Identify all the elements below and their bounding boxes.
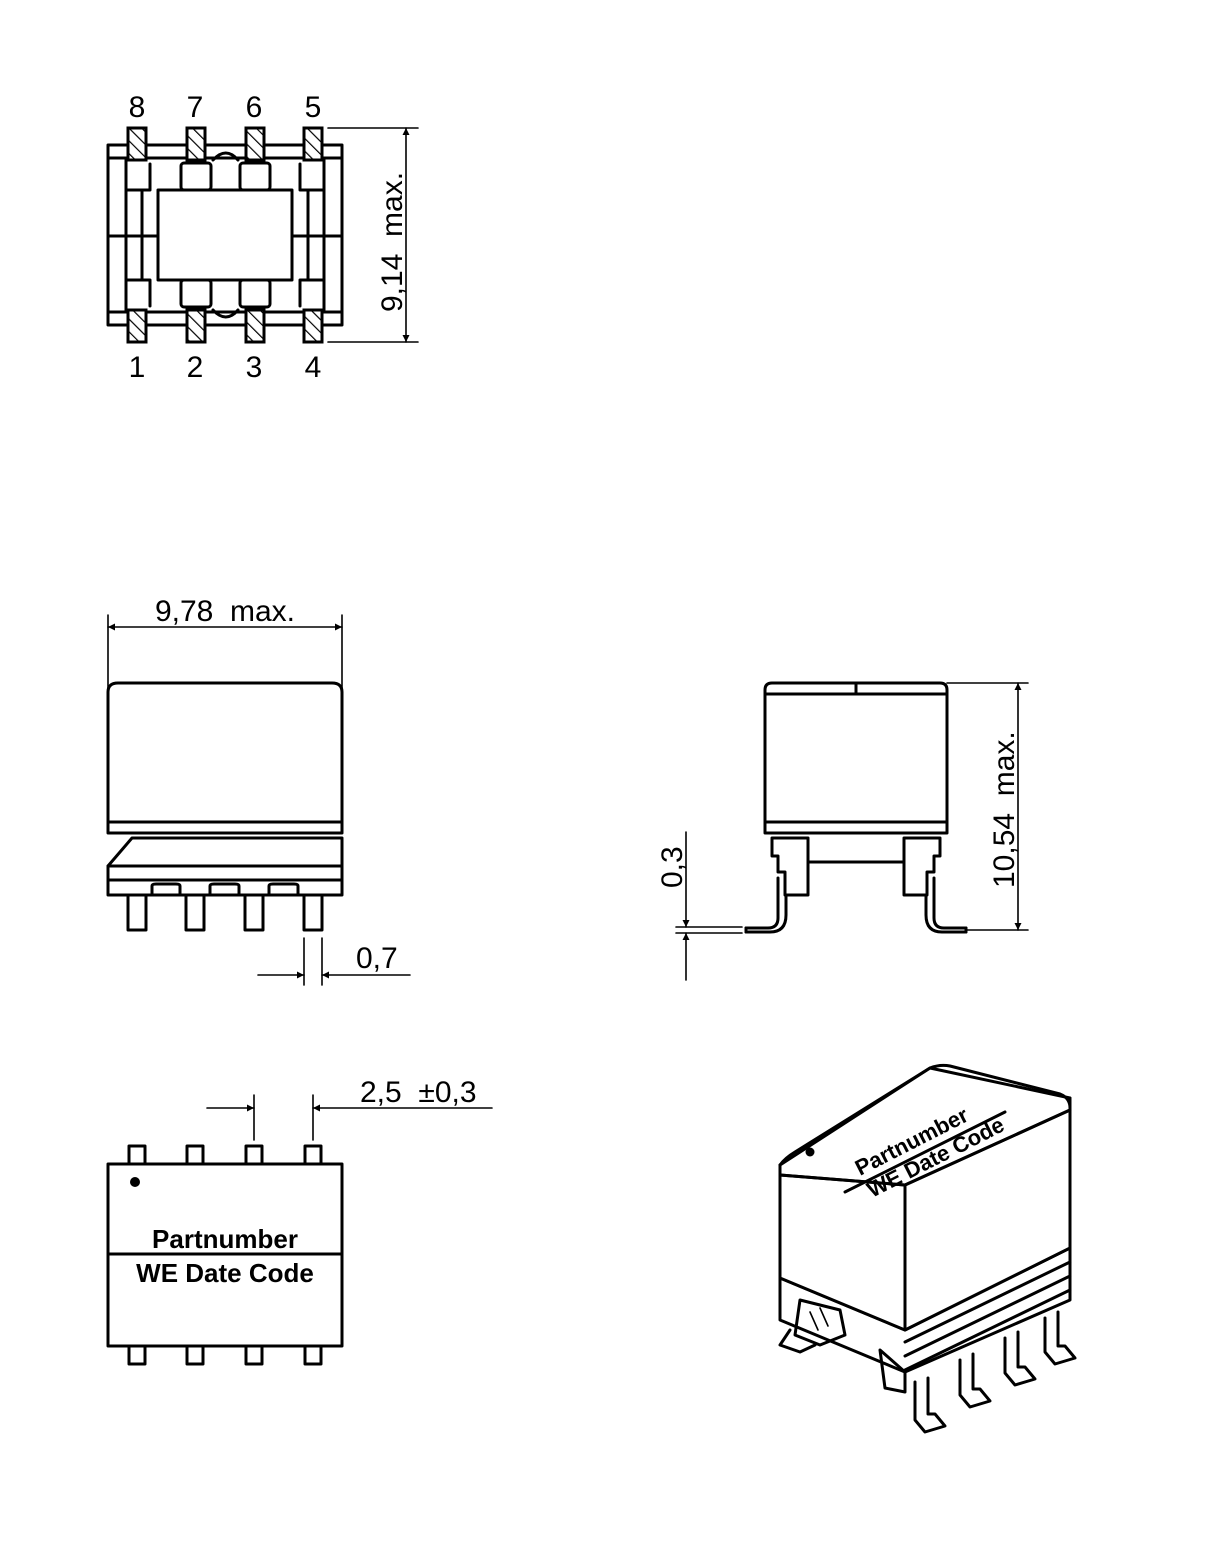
dimension-length: 9,14 max. [376, 172, 409, 312]
pin-3 [244, 308, 266, 344]
pin-label-5: 5 [305, 91, 322, 124]
pin-label-8: 8 [129, 91, 146, 124]
dimension-width: 9,78 max. [155, 595, 295, 628]
pin-8 [126, 126, 148, 162]
marking-view: 2,5 ±0,3 Partnumber WE Date Code [106, 1076, 493, 1366]
pin-label-4: 4 [305, 351, 322, 384]
pin-6 [244, 126, 266, 162]
pin1-dot-icon [130, 1177, 140, 1187]
dimension-pin-width: 0,7 [356, 942, 398, 975]
pin-label-6: 6 [246, 91, 263, 124]
dimension-height: 10,54 max. [988, 731, 1021, 888]
marking-date-code: WE Date Code [136, 1258, 314, 1288]
pin-label-7: 7 [187, 91, 204, 124]
top-view: 8 7 6 5 1 2 3 4 [106, 91, 419, 384]
top-view-core-window [156, 188, 294, 282]
side-view-right: 0,3 10,54 max. [656, 681, 1029, 981]
pin-5 [302, 126, 324, 162]
pin-4 [302, 308, 324, 344]
pin-label-3: 3 [246, 351, 263, 384]
iso-pin1-dot-icon [805, 1147, 815, 1157]
side-view-core [106, 681, 344, 835]
pin-1 [126, 308, 148, 344]
pin-7 [185, 126, 207, 162]
marking-partnumber: Partnumber [152, 1224, 298, 1254]
pin-label-1: 1 [129, 351, 146, 384]
side-view-front: 9,78 max. 0,7 [106, 595, 411, 986]
right-view-core [763, 681, 949, 835]
pin-2 [185, 308, 207, 344]
dimension-pitch: 2,5 ±0,3 [360, 1076, 477, 1109]
pin-label-2: 2 [187, 351, 204, 384]
isometric-view: Partnumber WE Date Code [778, 1063, 1077, 1434]
dimension-standoff: 0,3 [656, 846, 689, 888]
